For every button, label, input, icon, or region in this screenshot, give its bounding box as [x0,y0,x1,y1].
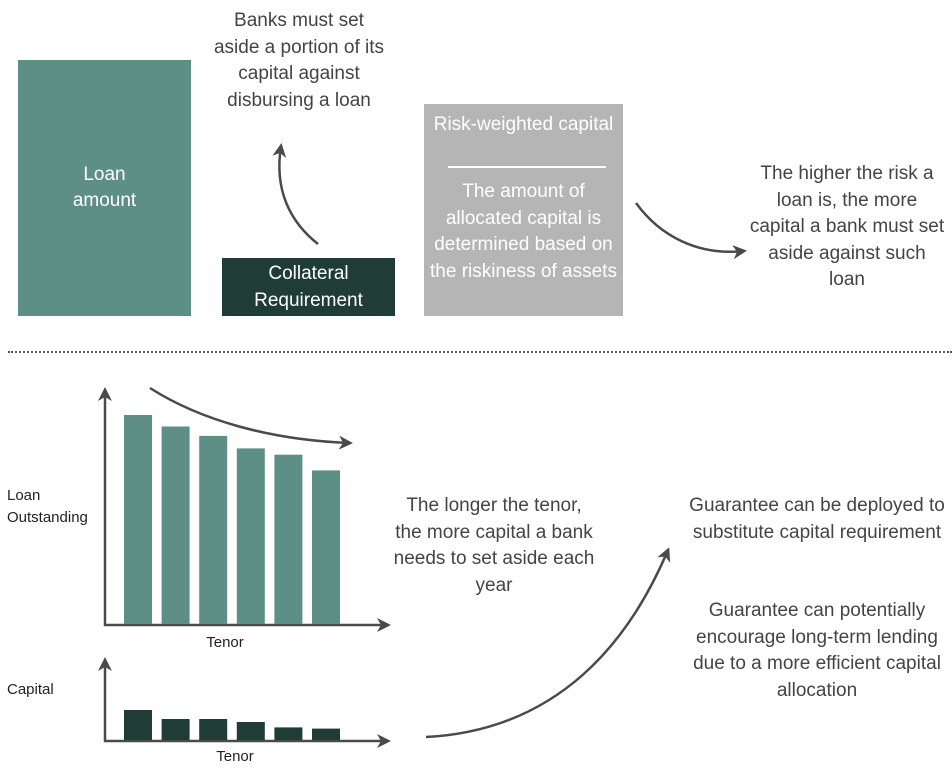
capital-bar-3 [199,719,228,740]
tenor-note: The longer the tenor, the more capital a… [393,495,595,596]
loan-outstanding-axis-label: Loan Outstanding [7,487,88,526]
capital-bar-1 [124,710,152,740]
loan-chart-tenor-label: Tenor [206,634,244,651]
loan-bar-2 [161,426,190,624]
section-divider [8,351,952,353]
collateral-requirement-box: Collateral Requirement [222,258,395,316]
risk-to-note-arrow [634,202,747,260]
capital-bars [124,710,340,740]
loan-bar-4 [236,448,265,624]
capital-bar-4 [236,722,265,740]
risk-weighted-capital-title: Risk-weighted capital [433,114,614,135]
risk-weighted-capital-box: Risk-weighted capital The amount of allo… [424,104,623,316]
loan-outstanding-bars [124,415,340,624]
loan-bar-6 [312,470,340,624]
loan-bar-5 [274,454,303,624]
loan-amount-box: Loan amount [18,60,191,316]
risk-box-divider [448,166,606,168]
collateral-requirement-label: Collateral Requirement [254,263,363,311]
guarantee-substitute-note: Guarantee can be deployed to substitute … [689,495,945,543]
loan-bar-3 [199,435,228,624]
capital-chart-tenor-label: Tenor [216,748,254,765]
capital-bar-6 [312,728,340,740]
higher-risk-note: The higher the risk a loan is, the more … [749,163,945,290]
capital-bar-5 [274,727,303,740]
risk-weighted-capital-description: The amount of allocated capital is deter… [430,181,617,282]
collateral-to-note-arrow [272,143,319,245]
banks-set-aside-note: Banks must set aside a portion of its ca… [213,10,385,111]
capital-axis-label: Capital [7,681,54,698]
declining-trend-arrow [149,386,353,450]
guarantee-long-term-note: Guarantee can potentially encourage long… [693,600,941,701]
capital-to-guarantee-arrow [425,547,671,739]
loan-amount-label: Loan amount [72,164,137,211]
loan-bar-1 [124,415,152,624]
capital-bar-2 [161,719,190,740]
